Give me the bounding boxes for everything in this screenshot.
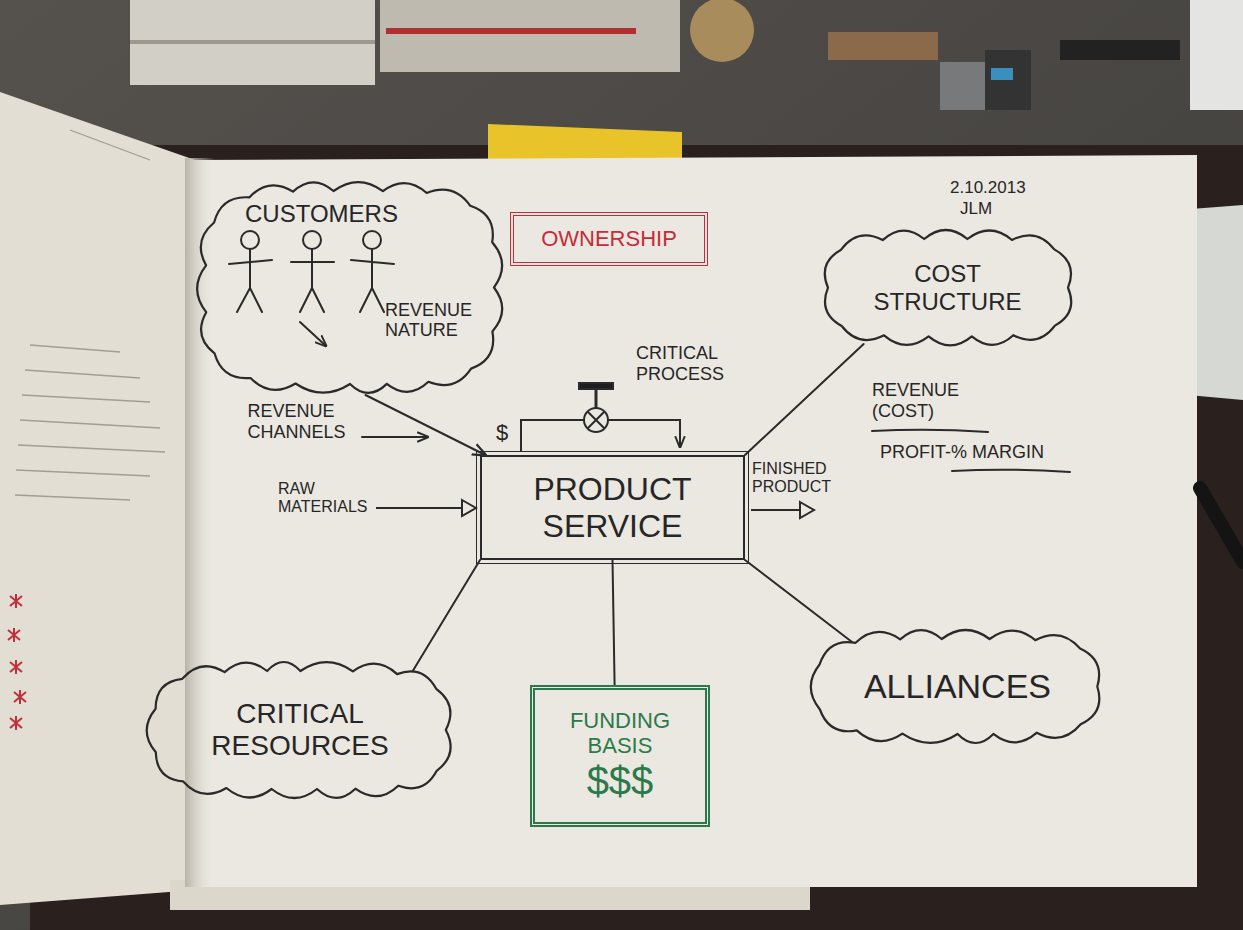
scribble [70,130,150,160]
scribble [18,445,165,452]
book-stack [380,0,680,72]
process-box: PRODUCT SERVICE [480,455,745,560]
underline [952,470,1070,472]
desk-object [940,62,990,110]
finished-arrow-head [800,502,814,518]
node-text: FUNDING BASIS [555,708,685,759]
alliance-cloud: ALLIANCES [807,628,1108,745]
label-leader [362,436,428,438]
scribble [20,420,160,428]
stick-figure-head [363,231,381,249]
asterisk [8,628,20,642]
marker-pen [1200,488,1243,562]
binding-shadow [185,158,215,887]
desk-object [828,32,938,60]
resource-cloud: CRITICAL RESOURCES [144,660,457,800]
scribble [16,470,150,476]
desk-object [985,50,1031,110]
label-holder: 2.10.2013 [950,178,1026,198]
stick-figure-head [303,231,321,249]
edge-label: REVENUE CHANNELS [248,401,363,442]
node-text: COST STRUCTURE [868,260,1028,315]
connector [613,560,615,685]
funding-box: FUNDING BASIS$$$ [530,685,710,827]
annotation-label: $ [496,420,508,445]
label-holder: CRITICAL PROCESS [636,343,751,384]
desk-object [1060,40,1180,60]
annotation-label: RAW MATERIALS [278,480,388,517]
valve-stem [595,389,598,408]
cloud-outline-path [146,662,450,798]
stick-figure-head [241,231,259,249]
cost-cloud: COST STRUCTURE [817,228,1079,347]
label-holder: $ [496,420,508,445]
connector [745,344,864,455]
asterisk [10,716,22,730]
valve-body [584,408,608,432]
annotation-label: 2.10.2013 [950,178,1026,198]
label-holder: REVENUE (COST) [872,380,972,421]
edge-label-holder: REVENUE CHANNELS [248,401,363,442]
annotation-label: JLM [960,199,992,219]
node-text: REVENUE NATURE [385,300,485,341]
node-text: CRITICAL RESOURCES [203,698,398,762]
node-text: CUSTOMERS [245,200,415,228]
desk-object [991,68,1013,80]
scribble [30,345,120,352]
asterisk [10,660,22,674]
scribble [22,395,150,402]
node-text: PRODUCT SERVICE [508,471,718,545]
book-stack [130,0,375,85]
revenue-arrow [300,322,326,346]
valve-cross [588,412,604,428]
process-loop [521,420,584,451]
asterisk [14,690,26,704]
valve-handle [579,383,613,389]
scribble [15,495,130,500]
stick-figure-body [291,249,334,312]
round-object [690,0,754,62]
label-holder: PROFIT-% MARGIN [880,442,1044,463]
asterisk [10,594,22,608]
label-holder: JLM [960,199,992,219]
process-loop [608,420,680,447]
red-asterisks [8,594,26,730]
customer-cloud: CUSTOMERS REVENUE NATURE [195,180,505,395]
finished-arrow-line [751,509,800,511]
node-text: OWNERSHIP [541,226,677,251]
label-holder: RAW MATERIALS [278,480,388,517]
book-edge [386,28,636,34]
raw-arrow-line [376,507,462,509]
ownership-box: OWNERSHIP [510,212,708,266]
label-holder: FINISHED PRODUCT [752,460,862,497]
cloud-outline-path [197,182,502,393]
stick-figure-body [229,249,272,312]
connector [366,395,486,455]
cloud-outline-path [824,230,1070,345]
underline [872,430,988,432]
paper-sheet [1190,0,1243,110]
cloud-outline-path [811,630,1100,743]
left-notebook-page [0,92,195,905]
annotation-label: FINISHED PRODUCT [752,460,862,497]
scribble [25,370,140,378]
connector [413,560,480,671]
connector [745,560,852,642]
underlines [362,430,1070,472]
sketchbook-page [185,155,1197,887]
book-edge [130,40,375,44]
raw-arrow-head [462,500,476,516]
annotation-label: CRITICAL PROCESS [636,343,751,384]
critical-process-valve [521,383,680,451]
annotation-label: PROFIT-% MARGIN [880,442,1044,463]
annotation-label: REVENUE (COST) [872,380,972,421]
node-text: $$$ [587,758,654,804]
node-text: ALLIANCES [864,667,1051,706]
desk-mat [30,145,1243,930]
stick-figures [229,231,394,346]
faint-scribbles [15,130,165,500]
